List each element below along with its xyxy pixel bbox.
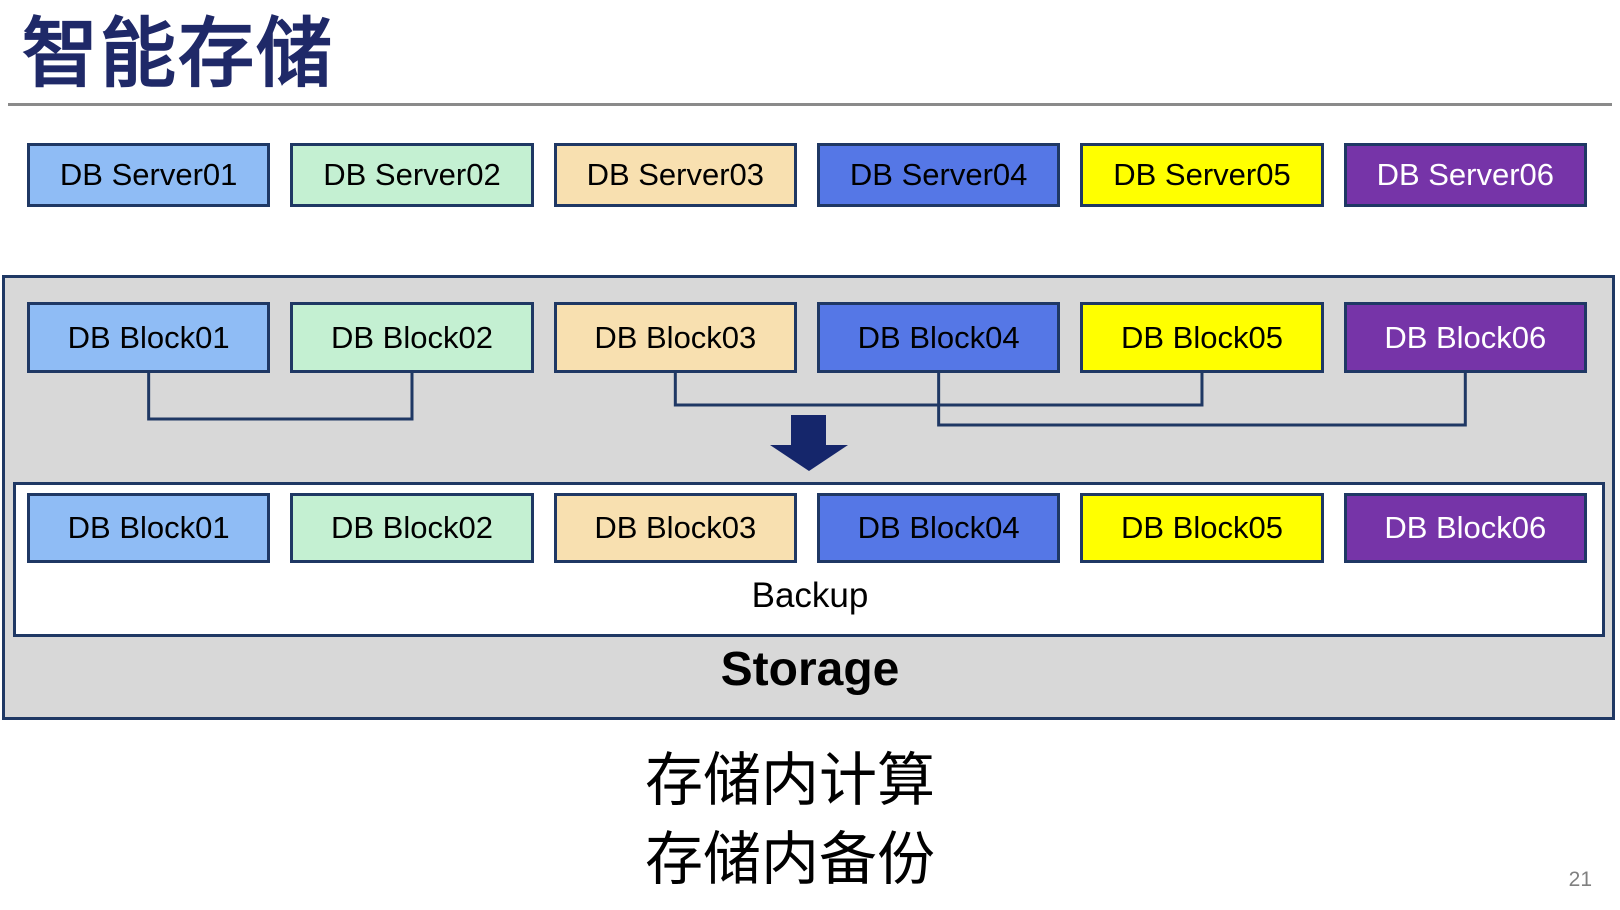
- title-underline: [8, 103, 1612, 106]
- bottom-block-row: DB Block01 DB Block02 DB Block03 DB Block04…: [27, 493, 1587, 563]
- bottom-block-1: DB Block01: [27, 493, 271, 563]
- page-number: 21: [1568, 868, 1592, 891]
- caption-line-2: 存储内备份: [645, 826, 936, 892]
- caption-line-1: 存储内计算: [645, 748, 936, 813]
- top-block-6: DB Block06: [1343, 302, 1587, 373]
- backup-box: [13, 482, 1605, 637]
- storage-label: Storage: [720, 643, 900, 696]
- server-box-2: DB Server02: [290, 143, 534, 207]
- server-box-4: DB Server04: [816, 143, 1061, 207]
- bottom-block-5: DB Block05: [1080, 493, 1324, 563]
- page-title: 智能存储: [22, 12, 334, 97]
- bottom-block-2: DB Block02: [290, 493, 534, 563]
- server-box-3: DB Server03: [553, 143, 797, 207]
- server-box-5: DB Server05: [1080, 143, 1324, 207]
- top-block-row: DB Block01 DB Block02 DB Block03 DB Block04…: [27, 302, 1587, 373]
- top-block-5: DB Block05: [1080, 302, 1324, 373]
- top-block-2: DB Block02: [290, 302, 534, 373]
- bottom-block-4: DB Block04: [816, 493, 1061, 563]
- backup-label: Backup: [751, 576, 869, 615]
- server-box-1: DB Server01: [27, 143, 271, 207]
- top-block-1: DB Block01: [27, 302, 271, 373]
- caption-text: 存储内计算 存储内备份: [645, 742, 935, 900]
- server-row: DB Server01 DB Server02 DB Server03 DB Serv…: [27, 143, 1587, 207]
- top-block-4: DB Block04: [816, 302, 1061, 373]
- top-block-3: DB Block03: [553, 302, 797, 373]
- bottom-block-6: DB Block06: [1343, 493, 1587, 563]
- bottom-block-3: DB Block03: [553, 493, 797, 563]
- server-box-6: DB Server06: [1343, 143, 1587, 207]
